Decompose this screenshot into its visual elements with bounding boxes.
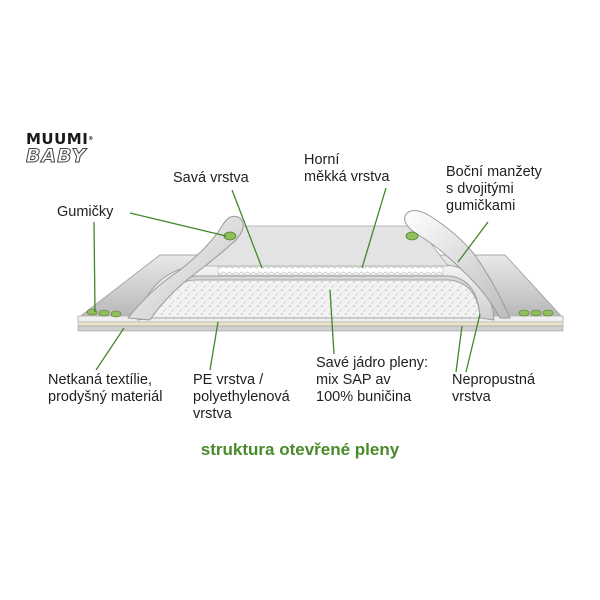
leader-sava bbox=[231, 189, 263, 269]
label-bocni-manzety: Boční manžety s dvojitými gumičkami bbox=[446, 164, 542, 214]
leader-netkana bbox=[95, 327, 125, 371]
leader-horni bbox=[361, 187, 387, 269]
label-netkana-textilie: Netkaná textílie, prodyšný materiál bbox=[48, 372, 163, 405]
leader-nepro-2 bbox=[465, 313, 481, 373]
leader-bocni bbox=[457, 221, 489, 263]
label-save-jadro: Savé jádro pleny: mix SAP av 100% buniči… bbox=[316, 355, 429, 405]
label-sava-vrstva: Savá vrstva bbox=[173, 170, 249, 186]
cuff-elastic-right bbox=[405, 231, 419, 241]
bottom-edge bbox=[77, 325, 564, 332]
leader-gumicky-2 bbox=[93, 221, 96, 313]
pe-layer-edge bbox=[77, 321, 564, 327]
label-gumicky: Gumičky bbox=[57, 204, 114, 220]
wing-elastics-right bbox=[518, 309, 554, 317]
label-nepropustna-vrstva: Nepropustná vrstva bbox=[452, 372, 536, 405]
label-horni-mekka-vrstva: Horní měkká vrstva bbox=[304, 152, 390, 185]
side-cuff-right bbox=[404, 210, 511, 319]
acquisition-layer bbox=[217, 265, 444, 276]
label-pe-vrstva: PE vrstva / polyethylenová vrstva bbox=[193, 372, 290, 422]
diagram-caption: struktura otevřené pleny bbox=[200, 440, 400, 459]
leader-gumicky bbox=[129, 212, 227, 237]
leader-nepro-1 bbox=[455, 325, 463, 373]
muumi-baby-logo: MUUMI® BABY bbox=[26, 130, 94, 167]
side-cuff-left bbox=[127, 215, 244, 321]
leader-jadro bbox=[329, 289, 335, 355]
leader-lines bbox=[93, 187, 489, 373]
absorbent-core bbox=[149, 279, 481, 319]
leader-pe bbox=[209, 321, 219, 371]
